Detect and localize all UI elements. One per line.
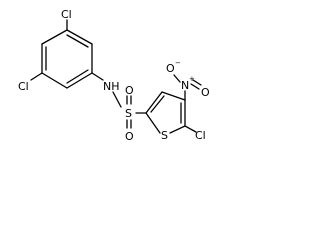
atom-cl-top: Cl <box>61 8 72 21</box>
bond-c6-c1 <box>41 29 68 45</box>
bond-t2-t3 <box>145 91 163 114</box>
bond-c3-c4 <box>66 72 93 89</box>
bond-nitro-o-minus <box>173 74 181 83</box>
bond-c3-nh <box>91 72 104 81</box>
thiophene-ring <box>145 91 186 134</box>
double-bond-inner-1 <box>66 34 89 48</box>
bond-t3-t4 <box>161 91 186 101</box>
atom-s-ring: S <box>161 129 168 142</box>
atom-cl-left: Cl <box>18 80 29 93</box>
bond-nitro-o-a <box>190 83 200 90</box>
bond-nitro-o-b <box>192 79 202 86</box>
bond-c1-c2 <box>66 29 93 45</box>
atom-cl-ring: Cl <box>195 129 206 142</box>
bond-c5-cl-left <box>30 72 43 81</box>
atom-nh: NH <box>103 80 120 93</box>
atom-n-nitro: N <box>181 79 189 92</box>
atom-o-nitro-minus: O <box>166 62 175 75</box>
bond-t5-sring <box>169 125 186 134</box>
chemical-structure-diagram: Cl Cl NH O S O S Cl N + O − O <box>18 8 210 143</box>
bond-sring-t2 <box>145 112 161 134</box>
bond-t5-cl <box>184 125 197 133</box>
atom-o-upper: O <box>125 84 134 97</box>
atom-s-sulfonyl: S <box>125 107 132 120</box>
bond-nh-s <box>112 91 122 108</box>
bond-c4-c5 <box>41 72 68 89</box>
o-negative-charge: − <box>175 59 181 67</box>
bond-t2-t3-inner <box>150 95 165 113</box>
double-bond-inner-2 <box>66 69 89 84</box>
atom-o-nitro: O <box>201 86 210 99</box>
phenyl-ring <box>41 29 93 89</box>
atom-o-lower: O <box>125 130 134 143</box>
n-positive-charge: + <box>189 75 195 83</box>
